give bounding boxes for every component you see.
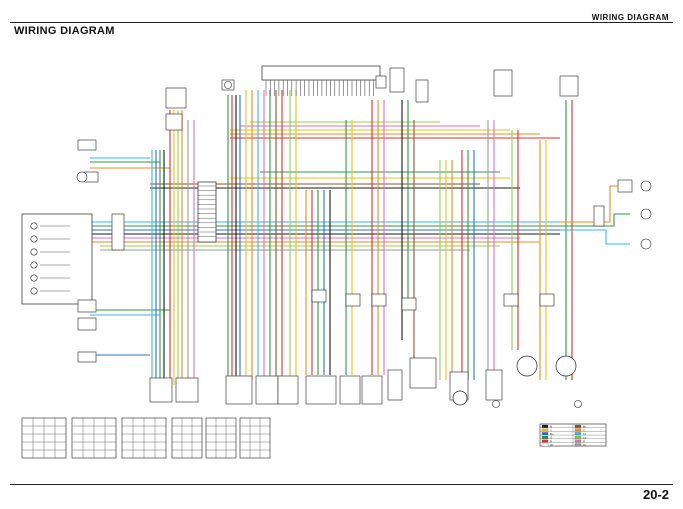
- fuel-pump-motor-icon: [452, 390, 468, 406]
- wire-color-code: R: [550, 439, 553, 443]
- connector-box: [111, 213, 125, 251]
- wire-color-swatch: [541, 436, 549, 439]
- wire-color-swatch: [574, 439, 582, 443]
- gauge-icon: [224, 81, 232, 89]
- wire-color-swatch: [574, 428, 582, 432]
- harness-wire: [560, 213, 630, 227]
- wire-color-code: Br: [583, 425, 586, 429]
- wire-color-code: W: [550, 443, 553, 447]
- harness-wire: [560, 229, 630, 245]
- wire-color-swatch: [574, 432, 582, 436]
- wire-color-code: B: [550, 425, 552, 429]
- wire-color-code: Gr: [583, 443, 586, 447]
- joint-connector: [197, 181, 217, 243]
- switch-terminal-icon: [30, 261, 38, 269]
- turn-signal-lamp: [77, 139, 97, 151]
- main-connector-block: [261, 65, 381, 81]
- coupler-box: [371, 293, 387, 307]
- wire-color-swatch: [541, 443, 549, 447]
- switch-terminal-icon: [30, 274, 38, 282]
- footer-rule: [10, 484, 673, 485]
- battery-box: [559, 75, 579, 97]
- wire-color-swatch: [574, 443, 582, 447]
- component-box: [255, 375, 279, 405]
- page-title: WIRING DIAGRAM: [14, 25, 115, 37]
- switch-box: [77, 299, 97, 313]
- switch-terminal-icon: [30, 235, 38, 243]
- sensor-icon: [574, 400, 582, 408]
- wire-color-swatch: [541, 424, 549, 428]
- component-box: [339, 375, 361, 405]
- connector-box: [165, 113, 183, 131]
- switch-box: [77, 317, 97, 331]
- coupler-box: [539, 293, 555, 307]
- component-box: [175, 377, 199, 403]
- component-box: [305, 375, 337, 405]
- coupler-box: [503, 293, 519, 307]
- switch-terminal-icon: [30, 287, 38, 295]
- wire-color-code: Lb: [583, 432, 587, 436]
- sensor-icon: [492, 400, 500, 408]
- turn-signal-lamp: [617, 179, 633, 193]
- component-box: [361, 375, 383, 405]
- component-box: [387, 369, 403, 401]
- component-box: [149, 377, 173, 403]
- starter-relay-box: [493, 69, 513, 97]
- component-box: [225, 375, 253, 405]
- switch-terminal-icon: [30, 222, 38, 230]
- wire-color-swatch: [574, 436, 582, 439]
- switch-table: [205, 417, 237, 459]
- relay-box: [375, 75, 387, 89]
- component-box: [409, 357, 437, 389]
- section-title: WIRING DIAGRAM: [591, 13, 669, 22]
- component-box: [277, 375, 299, 405]
- header-rule: [10, 22, 673, 23]
- headlight-bulb-icon: [76, 171, 88, 183]
- wire-color-code: O: [583, 428, 586, 432]
- coupler-box: [311, 289, 327, 303]
- relay-box: [389, 67, 405, 93]
- wire-color-code: G: [550, 436, 553, 440]
- turn-signal-lamp: [77, 351, 97, 363]
- wire-color-code: P: [583, 439, 585, 443]
- turn-signal-bulb-icon: [640, 180, 652, 192]
- switch-table: [171, 417, 203, 459]
- component-box: [485, 369, 503, 401]
- wire-color-code: Bu: [550, 432, 554, 436]
- switch-table: [239, 417, 271, 459]
- coupler-box: [401, 297, 417, 311]
- relay-box: [415, 79, 429, 103]
- wire-color-swatch: [541, 428, 549, 432]
- wire-color-swatch: [541, 439, 549, 443]
- ignition-switch-box: [165, 87, 187, 109]
- switch-terminal-icon: [30, 248, 38, 256]
- wire-color-code: Y: [550, 428, 552, 432]
- connector-box: [593, 205, 605, 227]
- page-number: 20-2: [642, 487, 669, 502]
- starter-motor-icon: [555, 355, 577, 377]
- wire-color-swatch: [541, 432, 549, 436]
- brake-light-bulb-icon: [640, 208, 652, 220]
- alternator-icon: [516, 355, 538, 377]
- coupler-box: [345, 293, 361, 307]
- wire-color-swatch: [574, 424, 582, 428]
- turn-signal-bulb-icon: [640, 238, 652, 250]
- wire-color-code: Lg: [583, 436, 587, 440]
